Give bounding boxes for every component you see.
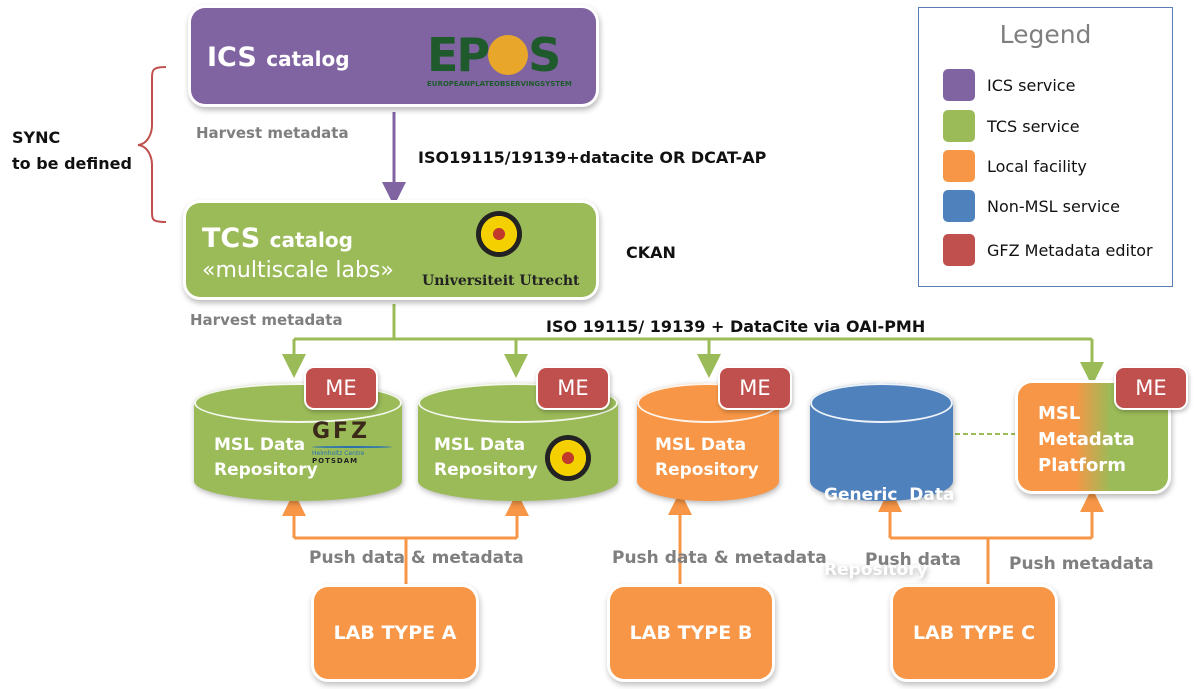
repo-label: Repository [434,460,538,480]
metadata-editor-badge[interactable]: ME [306,368,376,408]
legend-item-non-msl: Non-MSL service [943,189,1120,223]
sync-label: SYNC [12,128,61,147]
repo-label: Repository [824,560,928,580]
legend-swatch [943,110,975,142]
tcs-to-repos-arrows [282,304,1104,386]
uu-sun-logo-icon [476,211,522,257]
tcs-catalog-title: TCS catalog [202,223,353,254]
platform-label: MSL [1038,403,1081,424]
push-label-a: Push data & metadata [309,548,524,568]
tcs-catalog-box[interactable]: TCS catalog «multiscale labs» Universite… [186,203,596,297]
legend: Legend ICS service TCS service Local fac… [918,7,1173,287]
repository-generic[interactable]: Generic Data Repository [810,383,954,580]
harvest-metadata-label-top: Harvest metadata [196,124,349,142]
push-metadata-label-c: Push metadata [1009,554,1154,574]
lab-type-b[interactable]: LAB TYPE B [610,587,772,679]
sync-brace [137,66,167,223]
legend-swatch [943,190,975,222]
sync-sublabel: to be defined [12,154,132,173]
platform-label: Platform [1038,455,1126,476]
lab-push-arrows [282,488,1104,585]
metadata-editor-badge[interactable]: ME [538,368,608,408]
legend-item-tcs: TCS service [943,109,1080,143]
repository-local[interactable]: MSL Data Repository [637,383,779,501]
repo-label: Repository [655,460,759,480]
metadata-editor-badge[interactable]: ME [720,368,790,408]
legend-item-ics: ICS service [943,68,1075,102]
ckan-label: CKAN [626,243,676,262]
harvest-metadata-label-bottom: Harvest metadata [190,311,343,329]
legend-title: Legend [999,20,1092,49]
uu-logo-text: Universiteit Utrecht [422,273,580,289]
ics-catalog-title: ICS catalog [207,42,350,73]
repo-label: MSL Data [434,435,526,455]
push-label-b: Push data & metadata [612,548,827,568]
legend-swatch [943,69,975,101]
uu-sun-logo-icon [545,435,591,481]
push-data-label-c: Push data [865,550,961,570]
repo-label: Generic Data [824,485,955,505]
repository-uu[interactable]: MSL Data Repository [418,383,618,501]
legend-item-local: Local facility [943,149,1087,183]
metadata-editor-badge[interactable]: ME [1116,368,1186,408]
tcs-to-repos-protocol-label: ISO 19115/ 19139 + DataCite via OAI-PMH [546,317,926,336]
lab-type-c[interactable]: LAB TYPE C [893,587,1055,679]
repo-label: MSL Data [214,435,306,455]
gfz-logo: GFZ Helmholtz Centre POTSDAM [312,419,392,465]
repo-label: Repository [214,460,318,480]
legend-swatch [943,234,975,266]
lab-type-a[interactable]: LAB TYPE A [314,587,476,679]
sync-note: SYNC to be defined [12,125,132,177]
ics-to-tcs-protocol-label: ISO19115/19139+datacite OR DCAT-AP [418,148,767,167]
platform-label: Metadata [1038,429,1135,450]
legend-item-gfz-editor: GFZ Metadata editor [943,233,1153,267]
tcs-catalog-subtitle: «multiscale labs» [202,258,394,283]
epos-logo-subtitle: EUROPEANPLATEOBSERVINGSYSTEM [427,80,572,88]
repo-label: MSL Data [655,435,747,455]
legend-swatch [943,150,975,182]
